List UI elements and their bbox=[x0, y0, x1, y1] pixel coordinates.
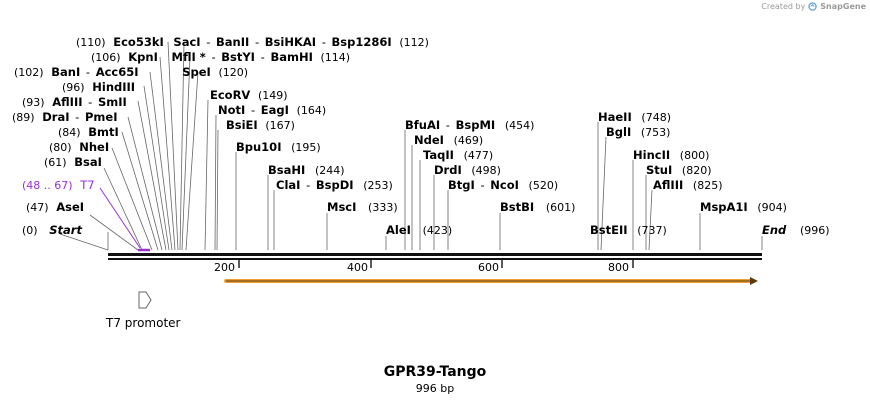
site-haeii: HaeII (748) bbox=[598, 110, 671, 124]
site-bani: (102) BanI - Acc65I SpeI (120) bbox=[14, 65, 248, 79]
end-pos: (996) bbox=[800, 224, 830, 237]
tick-label-800: 800 bbox=[608, 261, 629, 274]
site-bsai: (61) BsaI bbox=[44, 155, 102, 169]
end-label: End (996) bbox=[762, 223, 830, 237]
site-connectors bbox=[59, 41, 763, 251]
snapgene-logo-icon bbox=[808, 2, 818, 11]
orf-arrow bbox=[224, 277, 758, 285]
primer-connector bbox=[99, 187, 141, 249]
site-labels: (110) Eco53kI SacI - BanII - BsiHKAI - B… bbox=[12, 35, 830, 237]
site-nhei: (80) NheI bbox=[49, 140, 109, 154]
credit-text: Created by bbox=[761, 2, 806, 11]
site-ecorv: EcoRV (149) bbox=[210, 88, 288, 102]
snapgene-credit: Created by SnapGene bbox=[761, 2, 866, 11]
map-title: GPR39-Tango bbox=[383, 364, 487, 380]
site-bsahi: BsaHI (244) bbox=[268, 163, 345, 177]
site-ndei: NdeI (469) bbox=[414, 133, 483, 147]
site-bstbi: BstBI (601) bbox=[500, 200, 575, 214]
site-noti: NotI - EagI (164) bbox=[218, 103, 326, 117]
site-bsiei: BsiEI (167) bbox=[226, 118, 295, 132]
site-msci: MscI (333) bbox=[327, 200, 398, 214]
site-bmti: (84) BmtI bbox=[58, 125, 119, 139]
credit-brand: SnapGene bbox=[820, 2, 866, 11]
site-bsteii: BstEII (737) bbox=[590, 223, 667, 237]
feature-label: T7 promoter bbox=[105, 316, 181, 330]
tick-label-200: 200 bbox=[214, 261, 235, 274]
site-kpni: (106) KpnI MflI * - BstYI - BamHI (114) bbox=[91, 50, 350, 64]
site-hincii: HincII (800) bbox=[633, 148, 709, 162]
end-name: End bbox=[762, 223, 787, 237]
site-asei: (47) AseI bbox=[26, 200, 84, 214]
site-taqii: TaqII (477) bbox=[423, 148, 493, 162]
site-drdi: DrdI (498) bbox=[434, 163, 501, 177]
site-clai: ClaI - BspDI (253) bbox=[276, 178, 393, 192]
bp-ruler: 200 400 600 800 bbox=[214, 260, 634, 274]
site-bgli: BglI (753) bbox=[606, 125, 670, 139]
start-name: Start bbox=[49, 223, 82, 237]
primer-t7-label[interactable]: (48 .. 67) T7 bbox=[22, 178, 95, 192]
tick-label-400: 400 bbox=[347, 261, 368, 274]
map-length: 996 bp bbox=[415, 382, 455, 395]
site-bpu10i: Bpu10I (195) bbox=[236, 140, 321, 154]
start-label: (0) Start bbox=[22, 223, 82, 237]
tick-label-600: 600 bbox=[478, 261, 499, 274]
start-pos: (0) bbox=[22, 224, 38, 237]
site-drai: (89) DraI - PmeI bbox=[12, 110, 117, 124]
site-bfuai: BfuAI - BspMI (454) bbox=[405, 118, 534, 132]
site-btgi: BtgI - NcoI (520) bbox=[448, 178, 558, 192]
site-mspa1i: MspA1I (904) bbox=[700, 200, 787, 214]
site-stui: StuI (820) bbox=[646, 163, 712, 177]
sequence-backbone bbox=[108, 253, 762, 260]
site-alei: AleI (423) bbox=[386, 223, 452, 237]
site-afliii2: AflIII (825) bbox=[653, 178, 723, 192]
t7-promoter-feature[interactable] bbox=[138, 291, 152, 309]
site-hindiii: (96) HindIII bbox=[62, 80, 135, 94]
site-afliii: (93) AflIII - SmII bbox=[22, 95, 127, 109]
site-eco53ki: (110) Eco53kI SacI - BanII - BsiHKAI - B… bbox=[76, 35, 429, 49]
